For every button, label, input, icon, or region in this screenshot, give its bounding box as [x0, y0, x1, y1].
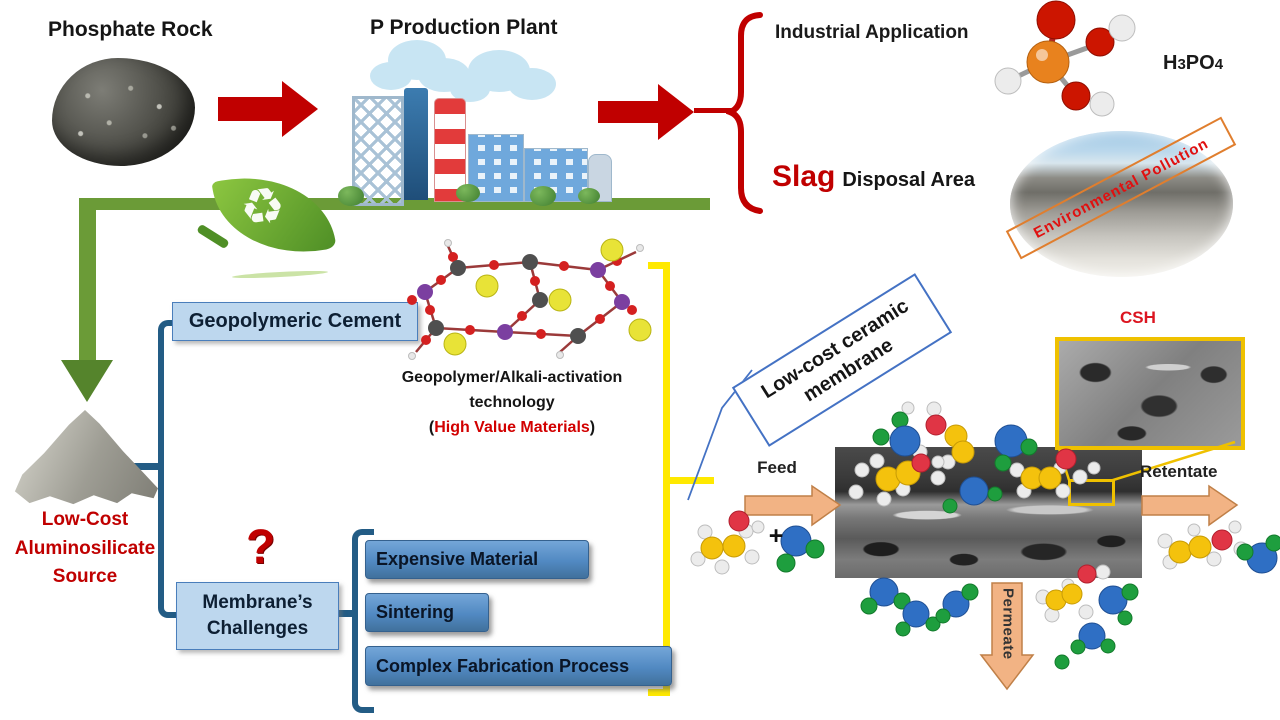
powder-pile-image — [14, 410, 158, 505]
recycle-line-vertical — [79, 198, 96, 364]
production-plant-title: P Production Plant — [370, 16, 558, 39]
challenges-bracket — [352, 529, 374, 713]
recycle-arrowhead — [61, 360, 113, 402]
plus-sign: + — [768, 522, 784, 550]
tree-icon — [456, 184, 480, 202]
sem-zoom-rectangle — [1068, 479, 1115, 506]
phosphate-rock-title: Phosphate Rock — [48, 18, 213, 41]
csh-inset-image — [1055, 337, 1245, 450]
yellow-bracket-bottom-hook — [648, 689, 664, 696]
slag-disposal-photo — [1010, 131, 1233, 277]
factory-illustration — [330, 38, 615, 206]
challenge-item: Expensive Material — [365, 540, 589, 579]
technology-caption: Geopolymer/Alkali-activation technology … — [401, 369, 623, 436]
disposal-area-word: Disposal Area — [842, 169, 976, 191]
smoke-cloud-icon — [508, 68, 556, 100]
source-label: Low-Cost Aluminosilicate Source — [14, 509, 156, 587]
phosphate-rock-image — [52, 58, 195, 166]
leaf-swoosh — [231, 269, 329, 280]
branch-connector — [122, 463, 160, 470]
branch-bracket — [158, 320, 180, 618]
recycle-icon: ♻ — [236, 176, 289, 238]
membranes-challenges-box: Membrane’s Challenges — [176, 582, 339, 650]
factory-lattice-tower — [352, 96, 404, 206]
retentate-molecules — [1157, 520, 1280, 574]
feed-label: Feed — [757, 458, 797, 477]
tree-icon — [578, 188, 600, 204]
smoke-cloud-icon — [370, 62, 412, 90]
yellow-bracket-top-hook — [648, 262, 664, 269]
feed-arrow — [744, 484, 842, 527]
geopolymeric-cement-box: Geopolymeric Cement — [172, 302, 418, 341]
yellow-bracket-middle-tick — [670, 477, 714, 484]
leaf-stem — [196, 223, 230, 250]
slag-word: Slag — [772, 160, 836, 193]
industrial-application-label: Industrial Application — [775, 22, 969, 43]
feed-molecules — [690, 510, 825, 575]
membrane-sem-image — [835, 447, 1142, 578]
retentate-arrow — [1141, 484, 1239, 527]
csh-label: CSH — [1120, 308, 1156, 327]
h3po4-molecule — [994, 0, 1136, 117]
red-brace — [726, 12, 763, 214]
geopolymer-structure — [407, 238, 652, 360]
permeate-label: Permeate — [999, 588, 1017, 660]
factory-chimney-blue — [404, 88, 428, 200]
challenges-connector — [337, 610, 353, 617]
tree-icon — [530, 186, 556, 206]
smoke-cloud-icon — [450, 76, 490, 102]
tree-icon — [338, 186, 364, 206]
h3po4-label: H3PO4 — [1163, 52, 1224, 74]
challenge-item: Complex Fabrication Process — [365, 646, 672, 686]
slag-disposal-label: Slag Disposal Area — [772, 160, 975, 194]
yellow-bracket — [663, 262, 670, 696]
challenge-item: Sintering — [365, 593, 489, 632]
question-mark: ? — [246, 521, 276, 574]
retentate-label: Retentate — [1140, 462, 1218, 481]
low-cost-ceramic-membrane-box: Low-cost ceramic membrane — [731, 273, 953, 447]
